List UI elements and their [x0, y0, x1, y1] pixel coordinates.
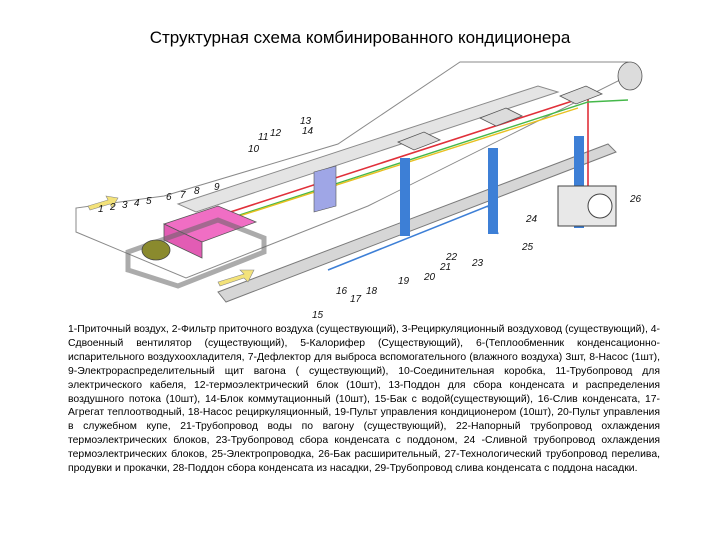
return-arrow [87, 195, 119, 211]
callout-13: 13 [300, 116, 312, 127]
twin-fan [141, 239, 171, 261]
vertical-duct-2 [488, 148, 498, 234]
callout-26: 26 [629, 194, 642, 205]
callout-1: 1 [98, 204, 104, 215]
roof-duct [176, 85, 560, 213]
callout-21: 21 [439, 262, 451, 273]
heat-unit-fan [587, 193, 613, 219]
callout-2: 2 [109, 202, 116, 213]
callout-19: 19 [398, 276, 410, 287]
callout-25: 25 [521, 242, 534, 253]
callout-14: 14 [302, 126, 314, 137]
callout-3: 3 [122, 200, 128, 211]
floor-duct [217, 143, 617, 303]
carriage-outline [75, 61, 629, 279]
thermo-units [397, 85, 603, 151]
callout-24: 24 [525, 214, 538, 225]
callout-6: 6 [166, 192, 172, 203]
page-title: Структурная схема комбинированного конди… [149, 28, 571, 47]
callout-16: 16 [336, 286, 348, 297]
air-handler-front [163, 223, 203, 259]
callout-22: 22 [445, 252, 458, 263]
callout-18: 18 [366, 286, 378, 297]
callout-17: 17 [350, 294, 362, 305]
expansion-tank [617, 61, 643, 91]
vertical-duct-3 [574, 136, 584, 228]
service-panel [313, 165, 337, 213]
pipe-yellow [207, 107, 579, 227]
callout-8: 8 [194, 186, 200, 197]
legend-text: 1-Приточный воздух, 2-Фильтр приточного … [68, 324, 660, 475]
unit-frame [125, 217, 267, 289]
schematic-svg: 1 2 3 4 5 6 7 8 9 10 11 12 13 14 15 16 1… [75, 61, 643, 320]
callout-5: 5 [146, 196, 152, 207]
callout-7: 7 [180, 190, 186, 201]
intake-arrow [217, 269, 255, 287]
callout-11: 11 [258, 132, 268, 143]
schematic-diagram: 1 2 3 4 5 6 7 8 9 10 11 12 13 14 15 16 1… [68, 56, 656, 320]
callout-20: 20 [423, 272, 436, 283]
callout-9: 9 [214, 182, 220, 193]
pipe-green [217, 99, 629, 223]
vertical-duct-1 [400, 158, 410, 236]
callout-23: 23 [471, 258, 484, 269]
callout-15: 15 [312, 310, 324, 320]
callout-4: 4 [134, 198, 140, 209]
callout-10: 10 [248, 144, 260, 155]
callout-12: 12 [270, 128, 282, 139]
